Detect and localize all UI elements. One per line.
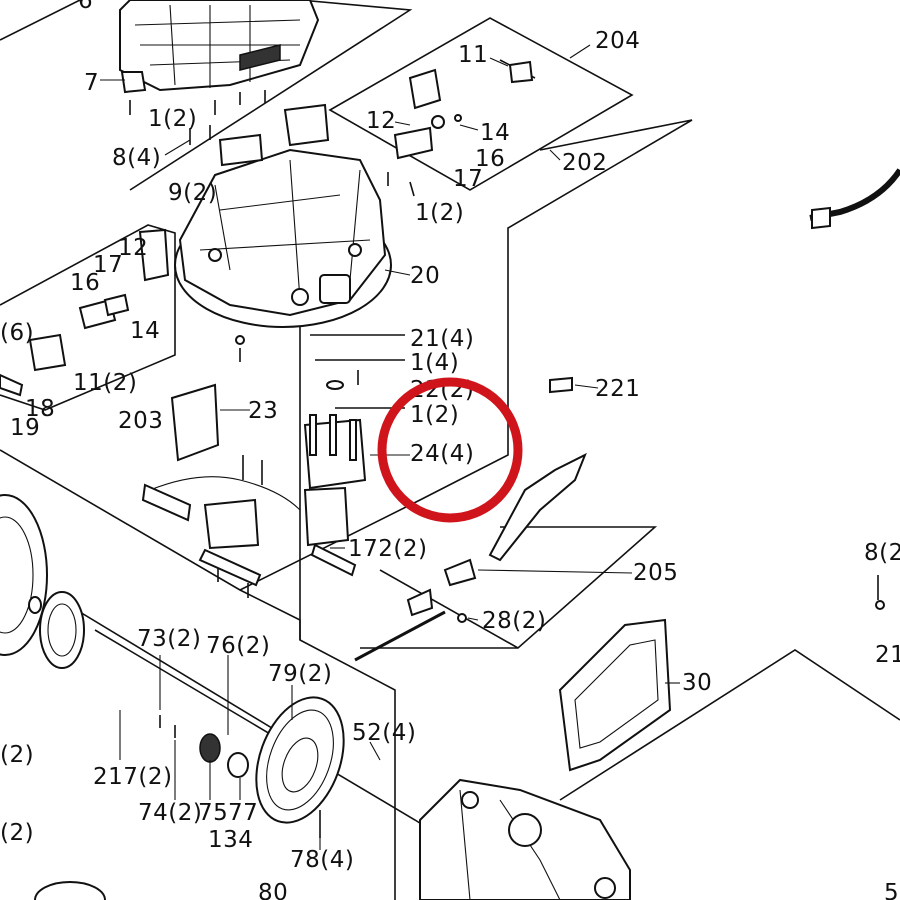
label-6-b: (6) <box>0 320 34 346</box>
label-78-4: 78(4) <box>290 847 354 873</box>
label-1-2-a: 1(2) <box>148 106 197 132</box>
label-74-2: 74(2) <box>138 800 202 826</box>
body-lower <box>419 778 631 900</box>
label-8-2-right: 8(2 <box>864 540 900 566</box>
label-202: 202 <box>562 150 607 176</box>
label-7: 7 <box>84 70 99 96</box>
label-205: 205 <box>633 560 678 586</box>
hose-fitting <box>811 206 831 230</box>
switch-group-left <box>0 228 170 397</box>
label-6: 6 <box>78 0 93 14</box>
label-14-b: 14 <box>130 318 160 344</box>
label-204: 204 <box>595 28 640 54</box>
label-12-a: 12 <box>366 108 396 134</box>
bottom-wheel <box>34 881 106 900</box>
box-203-outline <box>0 224 176 411</box>
box-205-diag <box>379 569 519 649</box>
washer-right <box>875 600 885 610</box>
hose-top-right <box>809 168 900 221</box>
bracket-24 <box>303 414 367 577</box>
label-21-4: 21(4) <box>410 326 474 352</box>
label-2-left: (2) <box>0 742 34 768</box>
label-221: 221 <box>595 376 640 402</box>
label-75: 75 <box>198 800 228 826</box>
label-28-2: 28(2) <box>482 608 546 634</box>
label-203: 203 <box>118 408 163 434</box>
axle-line-2 <box>59 599 301 746</box>
label-52-4: 52(4) <box>352 720 416 746</box>
small-screws-top <box>120 71 266 145</box>
label-172-2: 172(2) <box>348 536 427 562</box>
label-76-2: 76(2) <box>206 633 270 659</box>
label-2-left-b: (2) <box>0 820 34 846</box>
label-134: 134 <box>208 827 253 853</box>
label-16-b: 16 <box>70 270 100 296</box>
label-17-b: 17 <box>93 252 123 278</box>
label-80: 80 <box>258 880 288 900</box>
box-205-outline <box>360 526 658 649</box>
label-24-4: 24(4) <box>410 441 474 467</box>
label-16-a: 16 <box>475 146 505 172</box>
label-79-2: 79(2) <box>268 661 332 687</box>
label-1-2-d: 1(2) <box>410 402 459 428</box>
top-housing-part <box>119 0 320 92</box>
label-217-2: 217(2) <box>93 764 172 790</box>
label-14-a: 14 <box>480 120 510 146</box>
label-17-a: 17 <box>453 166 483 192</box>
cover-30 <box>558 618 672 772</box>
label-18: 18 <box>25 396 55 422</box>
box-204-inner <box>328 17 634 191</box>
label-1-4: 1(4) <box>410 350 459 376</box>
label-5: 5 <box>884 880 899 900</box>
switch-group-right <box>283 59 536 197</box>
box-top-housing <box>0 0 413 191</box>
label-30: 30 <box>682 670 712 696</box>
leader-lines <box>100 44 680 850</box>
label-21-right: 21 <box>875 642 900 668</box>
label-20: 20 <box>410 263 440 289</box>
box-202-outline <box>507 119 693 400</box>
label-11-2: 11(2) <box>73 370 137 396</box>
label-77: 77 <box>228 800 258 826</box>
label-11: 11 <box>458 42 488 68</box>
label-19: 19 <box>10 415 40 441</box>
label-23: 23 <box>248 398 278 424</box>
bracket-23 <box>141 383 301 598</box>
box-lower-right <box>559 649 900 801</box>
label-9-2: 9(2) <box>168 180 217 206</box>
label-73-2: 73(2) <box>137 626 201 652</box>
left-wheel <box>0 494 85 669</box>
highlight-circle <box>377 377 523 523</box>
base-part-20 <box>174 148 392 328</box>
label-12-b: 12 <box>118 235 148 261</box>
screws-center <box>235 334 405 409</box>
box-central-right <box>239 400 509 591</box>
wheel-79 <box>159 696 345 838</box>
bracket-9 <box>218 133 264 167</box>
label-8-4: 8(4) <box>112 145 161 171</box>
handle-205 <box>354 452 587 662</box>
label-1-2-b: 1(2) <box>415 200 464 226</box>
clip-221 <box>549 376 573 394</box>
